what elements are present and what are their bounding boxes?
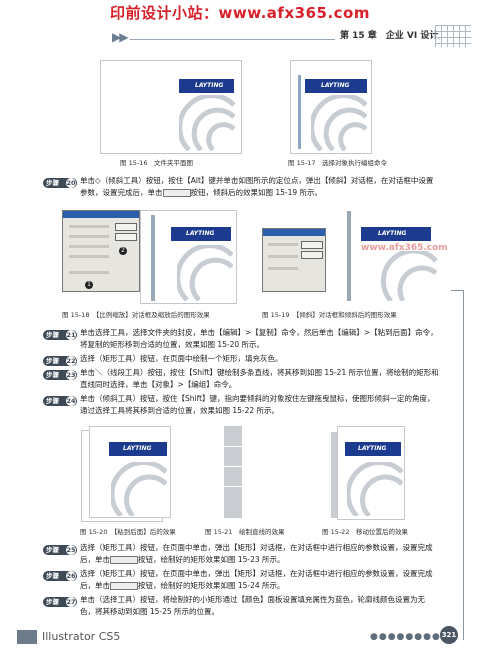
- folder-flat-artwork: LAYTING: [100, 60, 242, 154]
- spine-strip: [151, 215, 155, 301]
- blue-banner: [171, 227, 231, 241]
- line: [224, 486, 242, 487]
- arc-decoration: [177, 245, 233, 301]
- dialog-cancel-button: [301, 251, 323, 259]
- front-cover-outline: [89, 426, 171, 518]
- dialog-row: [268, 255, 298, 258]
- gray-rectangle: [224, 426, 242, 518]
- blue-banner: [345, 442, 401, 456]
- selection-edge: [298, 75, 301, 149]
- arc-decoration: [347, 462, 403, 516]
- arc-decoration: [111, 462, 167, 516]
- step-text-26: 选择（矩形工具）按钮，在页面中单击，弹出【矩形】对话框，在对话框中进行相应的参数…: [80, 569, 433, 590]
- dialog-row: [268, 243, 298, 246]
- header-rule: [130, 39, 335, 40]
- blue-banner: [361, 227, 431, 241]
- ok-button-image: [110, 556, 138, 564]
- ok-button-image: [110, 582, 138, 590]
- dialog-ok-button: [115, 223, 137, 231]
- folder-logo: LAYTING: [378, 230, 407, 237]
- chapter-title: 第 15 章 企业 VI 设计: [340, 31, 439, 41]
- step-text-20: 单击◇（倾斜工具）按钮，按住【Alt】键并单击如图所示的定位点，弹出【倾斜】对话…: [80, 176, 434, 197]
- blue-banner: [109, 442, 167, 456]
- side-watermark: www.afx365.com: [361, 243, 448, 253]
- step-text-24: 单击（倾斜工具）按钮，按住【Shift】键，指向要倾斜的对象按住左键拖曳鼠标，使…: [80, 394, 435, 415]
- step-text-22: 选择（矩形工具）按钮，在页面中绘制一个矩形，填充灰色。: [80, 354, 283, 363]
- scaled-artwork: LAYTING: [140, 210, 237, 304]
- marker-2: 2: [119, 247, 127, 255]
- dialog-cancel-button: [115, 233, 137, 241]
- folder-logo: LAYTING: [195, 82, 224, 89]
- paste-behind-artwork: LAYTING: [80, 425, 172, 522]
- arc-decoration: [179, 95, 235, 151]
- sidebar-rule: [463, 290, 464, 640]
- step-text-21: 单击选择工具，选择文件夹的封皮，单击【编辑】>【复制】命令，然后单击【编辑】>【…: [80, 328, 438, 349]
- dialog-row: [268, 267, 298, 270]
- dialog-row: [69, 225, 109, 228]
- folder-logo: LAYTING: [186, 230, 215, 237]
- sheared-artwork: LAYTING www.afx365.com: [330, 210, 448, 304]
- lines-artwork: [205, 425, 265, 522]
- step-text-27: 单击（选择工具）按钮，将绘制好的小矩形通过【颜色】面板设置填充属性为蓝色，轮廓线…: [80, 595, 425, 616]
- folder-logo: LAYTING: [123, 445, 152, 452]
- scale-dialog: 2 1: [62, 210, 140, 292]
- caption-15-22: 图 15-22 移动位置后的效果: [322, 528, 408, 536]
- folder-logo: LAYTING: [358, 445, 387, 452]
- watermark: 印前设计小站：www.afx365.com: [110, 4, 370, 22]
- caption-15-21: 图 15-21 绘制直线的效果: [205, 528, 285, 536]
- dialog-ok-button: [301, 241, 323, 249]
- sidebar-rule-top: [451, 290, 463, 291]
- caption-15-16: 图 15-16 文件夹平面图: [120, 159, 193, 167]
- step-text-25: 选择（矩形工具）按钮，在页面中单击，弹出【矩形】对话框，在对话框中进行相应的参数…: [80, 543, 433, 564]
- line: [224, 446, 242, 447]
- caption-15-18: 图 15-18 【比例缩放】对话框及缩放后的图形效果: [62, 311, 210, 319]
- step-text-23: 单击＼（线段工具）按钮，按住【Shift】键绘制多条直线，将其移到如图 15-2…: [80, 368, 439, 389]
- dialog-row: [69, 271, 109, 274]
- dialog-row: [69, 255, 109, 258]
- footer-dots: ●●●●●●●●: [370, 632, 441, 642]
- gray-spine: [331, 432, 337, 518]
- arc-decoration: [381, 251, 437, 301]
- group-selection-artwork: LAYTING: [290, 60, 372, 154]
- page-number: 321: [440, 626, 458, 644]
- shear-dialog: [262, 228, 326, 292]
- caption-15-20: 图 15-20 【粘到后面】后的效果: [80, 528, 176, 536]
- dialog-row: [69, 245, 109, 248]
- caption-15-17: 图 15-17 选择对象执行编组命令: [288, 159, 387, 167]
- dialog-titlebar: [63, 211, 139, 218]
- moved-artwork: LAYTING: [330, 425, 407, 522]
- caption-15-19: 图 15-19 【倾斜】对话框和倾斜后的图形效果: [262, 311, 397, 319]
- header-arrows: ▶▶: [112, 30, 129, 44]
- skew-tool-icon: ◇: [95, 176, 101, 185]
- footer-bar: [17, 630, 37, 644]
- header-grid-decoration: [435, 25, 471, 47]
- arc-decoration: [311, 95, 367, 151]
- marker-1: 1: [85, 281, 93, 289]
- ok-button-image: [162, 189, 191, 197]
- line: [224, 466, 242, 467]
- blue-banner: [179, 79, 234, 93]
- dialog-titlebar: [263, 229, 325, 236]
- blue-banner: [305, 79, 367, 93]
- folder-logo: LAYTING: [321, 82, 350, 89]
- footer-title: Illustrator CS5: [42, 630, 121, 643]
- dialog-row: [69, 235, 109, 238]
- spine-strip: [347, 211, 351, 301]
